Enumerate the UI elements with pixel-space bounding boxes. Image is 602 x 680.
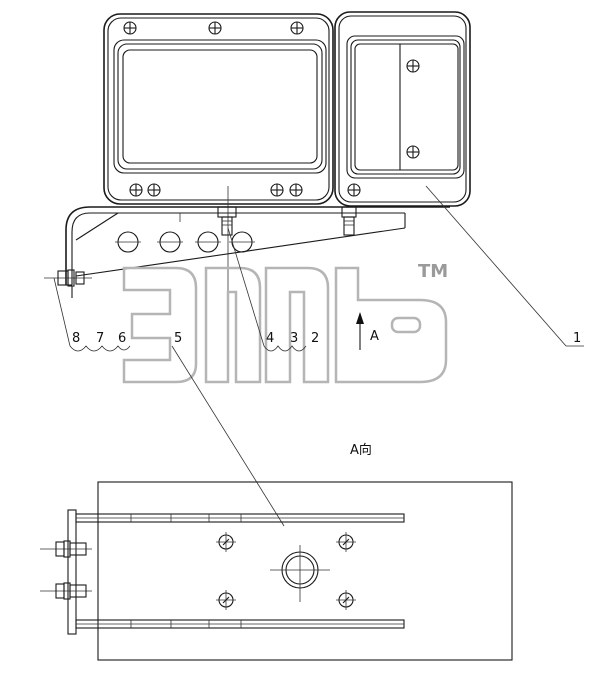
right-lamp-housing [334, 11, 471, 207]
bracket-bolts [217, 206, 357, 236]
view-title: A向 [350, 442, 372, 458]
screw-icon [270, 183, 284, 197]
side-bolt [44, 269, 92, 298]
watermark-logo [122, 266, 448, 384]
housing-screws [123, 21, 420, 197]
callout-7: 7 [96, 331, 104, 346]
view-a-bolts [40, 540, 92, 600]
trademark-symbol: TM [418, 261, 448, 282]
screw-icon [129, 183, 143, 197]
callout-1: 1 [573, 331, 581, 346]
screw-icon [406, 145, 420, 159]
screw-icon [216, 590, 236, 610]
center-hole [270, 545, 330, 602]
screw-icon [289, 183, 303, 197]
callout-2: 2 [311, 331, 319, 346]
screw-icon [147, 183, 161, 197]
view-arrow [356, 312, 364, 350]
view-a-screws [216, 532, 356, 610]
callout-4: 4 [266, 331, 274, 346]
callout-3: 3 [290, 331, 298, 346]
view-a-plate [67, 481, 513, 661]
screw-icon [123, 21, 137, 35]
screw-icon [216, 532, 236, 552]
screw-icon [347, 183, 361, 197]
callout-5: 5 [174, 331, 182, 346]
screw-icon [336, 532, 356, 552]
leader-lines [53, 185, 584, 527]
callout-8: 8 [72, 331, 80, 346]
screw-icon [290, 21, 304, 35]
view-arrow-label: A [370, 329, 379, 344]
callout-6: 6 [118, 331, 126, 346]
screw-icon [336, 590, 356, 610]
left-lamp-housing [103, 13, 334, 205]
screw-icon [406, 59, 420, 73]
screw-icon [208, 21, 222, 35]
